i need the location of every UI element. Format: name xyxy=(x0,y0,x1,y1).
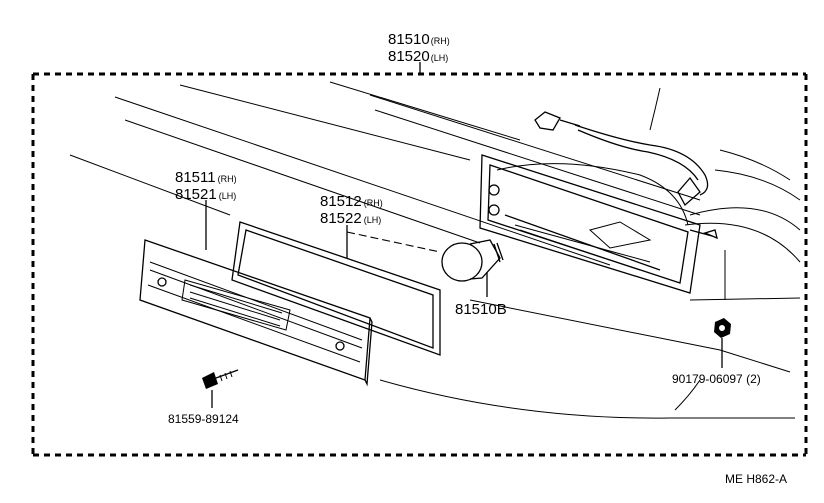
label-screw: 81559-89124 xyxy=(168,412,239,426)
label-lens-lh: 81521(LH) xyxy=(175,186,236,203)
leader-lines xyxy=(205,62,723,408)
diagram-code: ME H862-A xyxy=(725,472,787,486)
lamp-housing xyxy=(479,154,718,294)
screw-icon xyxy=(202,369,239,389)
label-nut: 90179-06097 (2) xyxy=(672,372,761,386)
label-gasket-rh: 81512(RH) xyxy=(320,193,383,210)
bulb-icon xyxy=(441,239,504,282)
label-gasket: 81512(RH) 81522(LH) xyxy=(320,193,383,227)
label-gasket-lh: 81522(LH) xyxy=(320,210,381,227)
assembly-boundary-frame xyxy=(31,72,808,457)
label-lens: 81511(RH) 81521(LH) xyxy=(175,169,237,203)
socket-wire-harness xyxy=(534,111,709,207)
label-assembly-rh: 81510(RH) xyxy=(388,31,450,48)
gasket xyxy=(231,221,441,356)
lens xyxy=(139,239,373,387)
nut-icon xyxy=(714,318,731,338)
label-assembly: 81510(RH) 81520(LH) xyxy=(388,31,450,65)
label-lens-rh: 81511(RH) xyxy=(175,169,237,186)
vehicle-body-contours xyxy=(69,81,801,419)
label-assembly-lh: 81520(LH) xyxy=(388,48,448,65)
label-bulb: 81510B xyxy=(455,301,507,318)
